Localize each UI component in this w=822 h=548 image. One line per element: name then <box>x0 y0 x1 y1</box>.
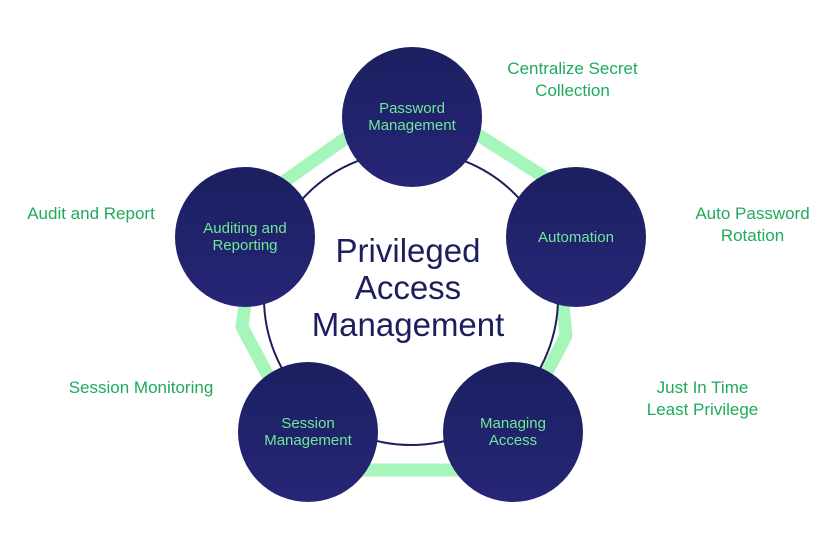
node-label: Session Management <box>264 415 352 449</box>
side-label-centralize: Centralize Secret Collection <box>507 59 638 100</box>
node-auditing-reporting: Auditing and Reporting <box>175 167 315 307</box>
node-label: Auditing and Reporting <box>203 220 287 254</box>
side-label-audit-report: Audit and Report <box>27 204 155 223</box>
side-label-just-in-time: Just In Time Least Privilege <box>646 378 759 419</box>
node-automation: Automation <box>506 167 646 307</box>
side-label-auto-rotation: Auto Password Rotation <box>695 204 810 245</box>
side-label-session-monitoring: Session Monitoring <box>68 378 214 397</box>
node-label: Automation <box>538 228 614 246</box>
node-managing-access: Managing Access <box>443 362 583 502</box>
node-password-management: Password Management <box>342 47 482 187</box>
node-label: Password Management <box>368 100 456 134</box>
center-title: Privileged Access Management <box>311 232 505 343</box>
node-label: Managing Access <box>480 415 546 449</box>
node-session-management: Session Management <box>238 362 378 502</box>
